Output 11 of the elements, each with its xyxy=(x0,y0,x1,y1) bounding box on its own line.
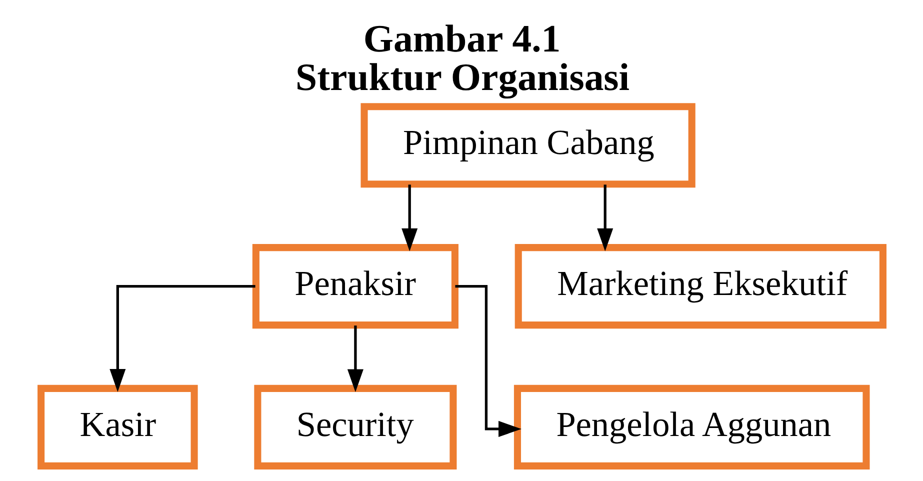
node-box: Marketing Eksekutif xyxy=(514,244,886,329)
node-box: Penaksir xyxy=(252,244,458,329)
arrow xyxy=(346,326,363,392)
arrow xyxy=(454,284,521,437)
node-box: Kasir xyxy=(37,384,198,470)
arrow xyxy=(401,184,418,252)
node-box: Security xyxy=(254,384,456,470)
arrow xyxy=(109,284,255,392)
node-box: Pimpinan Cabang xyxy=(360,103,695,188)
arrow xyxy=(596,184,613,252)
node-box: Pengelola Aggunan xyxy=(513,384,870,470)
